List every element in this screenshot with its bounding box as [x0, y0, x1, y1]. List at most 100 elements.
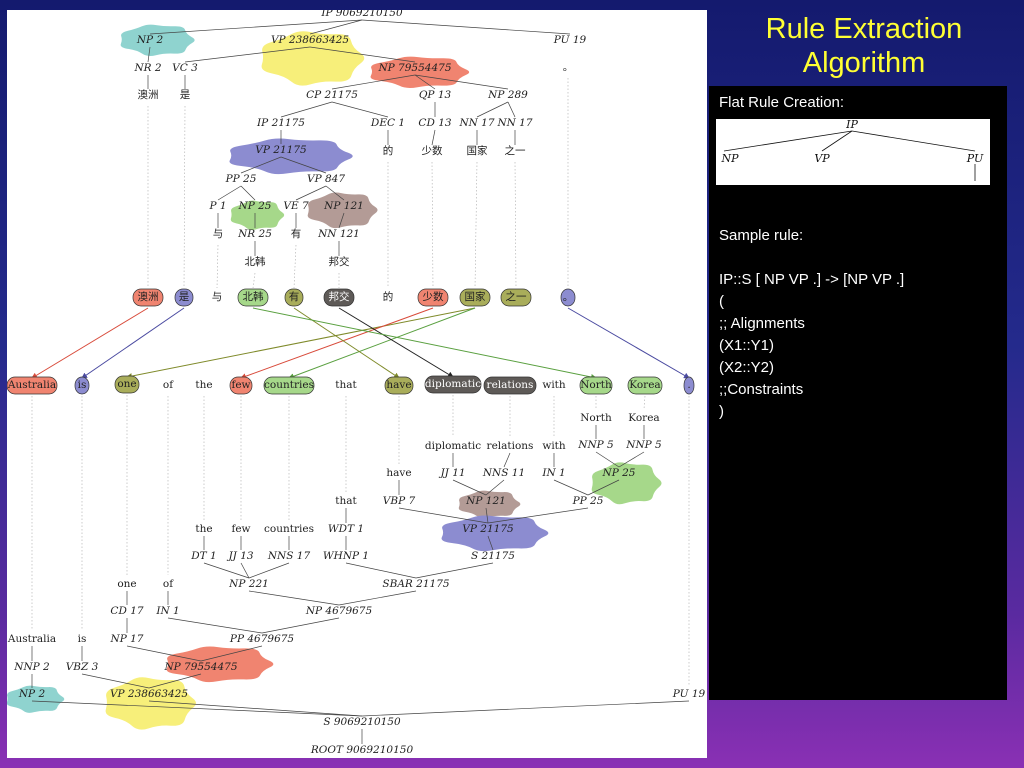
- tree-edge: [338, 590, 417, 606]
- flat-rule-child-vp: VP: [814, 152, 830, 165]
- flat-rule-child-np: NP: [720, 152, 739, 165]
- tree-node-label: NP 79554475: [163, 661, 237, 673]
- tree-node-label: SBAR 21175: [382, 578, 449, 590]
- tree-edge: [217, 185, 242, 201]
- tree-edge: [553, 479, 589, 496]
- tree-edge: [415, 562, 494, 579]
- tree-edge: [280, 101, 333, 118]
- word-pill: [74, 376, 90, 395]
- word-pill: [579, 376, 613, 395]
- tree-edge: [618, 451, 645, 468]
- tree-node-label: WHNP 1: [323, 550, 369, 562]
- tree-edge: [485, 479, 505, 496]
- tree-node-label: ROOT 9069210150: [310, 744, 414, 756]
- tree-edge: [338, 212, 345, 229]
- alignment-guide: [474, 161, 478, 289]
- tree-node-label: QP 13: [419, 89, 452, 101]
- rule-line: ;;Constraints: [719, 381, 804, 398]
- tree-node-label: .: [687, 379, 690, 391]
- tree-node-label: IN 1: [155, 605, 179, 617]
- tree-node-label: NNS 17: [267, 550, 311, 562]
- word-pill: [424, 375, 482, 394]
- tree-node-label: VC 3: [172, 62, 198, 74]
- alignment-guide: [252, 272, 256, 289]
- tree-node-label: 之一: [505, 144, 526, 157]
- tree-edge: [295, 185, 327, 201]
- tree-node-label: 国家: [465, 290, 486, 303]
- constituent-highlight-layer: [7, 24, 662, 730]
- rule-line: (X1::Y1): [719, 337, 775, 354]
- tree-edge: [31, 700, 363, 717]
- tree-node-label: VBZ 3: [66, 661, 99, 673]
- tree-node-label: 少数: [423, 290, 444, 303]
- alignment-guide: [183, 105, 186, 289]
- word-pill: [114, 375, 140, 394]
- tree-node-label: 有: [291, 227, 302, 240]
- tree-node-label: that: [335, 495, 357, 507]
- tree-edge: [200, 645, 263, 662]
- tree-edge: [431, 129, 436, 146]
- alignment-guide: [431, 161, 434, 289]
- tree-edge: [240, 562, 250, 579]
- tree-edge: [309, 46, 416, 63]
- tree-node-label: NNP 5: [625, 439, 662, 451]
- sample-rule-label: Sample rule:: [719, 227, 804, 244]
- tree-edge: [487, 507, 589, 524]
- tree-node-label: Korea: [629, 379, 660, 391]
- tree-node-label: one: [117, 378, 136, 390]
- flat-rule-label: Flat Rule Creation:: [719, 94, 845, 111]
- tree-node-label: NN 121: [317, 228, 360, 240]
- alignment-arrow: [288, 307, 476, 380]
- flat-rule-tree: IP NP VP PU: [716, 119, 990, 185]
- tree-node-label: PP 4679675: [229, 633, 295, 645]
- tree-node-label: 国家: [467, 144, 488, 157]
- tree-node-label: relations: [487, 379, 534, 391]
- tree-edge: [240, 156, 282, 174]
- tree-node-label: 是: [180, 89, 191, 101]
- tree-node-label: VP 847: [307, 173, 345, 185]
- rule-panel: Flat Rule Creation: IP NP VP PU Sample r…: [709, 86, 1007, 700]
- vp-blob-bottom-blue: [441, 515, 549, 552]
- tree-node-label: 的: [383, 144, 394, 157]
- tree-edge: [167, 617, 263, 634]
- tree-edge: [325, 185, 345, 201]
- np-blob-bottom-teal: [7, 685, 65, 713]
- tree-edge: [452, 479, 487, 496]
- word-pill: [417, 288, 449, 307]
- tree-node-label: NNP 2: [13, 661, 50, 673]
- slide-title-line-2: Algorithm: [802, 47, 926, 79]
- tree-edge: [147, 46, 151, 63]
- alignment-guide: [216, 244, 219, 289]
- tree-edge: [487, 535, 494, 551]
- tree-node-label: few: [231, 523, 250, 535]
- tree-node-label: P 1: [208, 200, 226, 212]
- tree-edge: [595, 451, 620, 468]
- tree-edge: [361, 700, 690, 717]
- word-pill: [174, 288, 194, 307]
- vp-blob-top: [261, 31, 365, 86]
- tree-node-label: S 9069210150: [323, 716, 401, 728]
- tree-edge: [148, 673, 202, 689]
- tree-edge: [148, 700, 363, 717]
- tree-node-label: S 21175: [471, 550, 515, 562]
- tree-node-label: the: [195, 379, 212, 391]
- rule-line: IP::S [ NP VP .] -> [NP VP .]: [719, 271, 905, 288]
- tree-node-label: that: [335, 379, 357, 391]
- tree-node-label: 澳洲: [138, 88, 159, 101]
- tree-node-label: NP 25: [238, 200, 272, 212]
- tree-node-label: CD 13: [418, 117, 451, 129]
- tree-node-label: IP 21175: [256, 117, 305, 129]
- tree-node-label: IN 1: [541, 467, 565, 479]
- tree-node-label: NP 25: [602, 467, 636, 479]
- rule-line: (: [719, 293, 724, 310]
- tree-node-label: 与: [213, 228, 224, 240]
- tree-edge: [203, 562, 250, 579]
- tree-node-label: PP 25: [572, 495, 604, 507]
- tree-node-label: of: [163, 379, 174, 391]
- tree-edge: [345, 562, 417, 579]
- alignment-arrow: [240, 307, 434, 380]
- tree-node-label: WDT 1: [328, 523, 364, 535]
- tree-node-label: NP 121: [323, 200, 364, 212]
- tree-node-label: 澳洲: [138, 290, 159, 303]
- tree-node-label: 邦交: [329, 255, 350, 268]
